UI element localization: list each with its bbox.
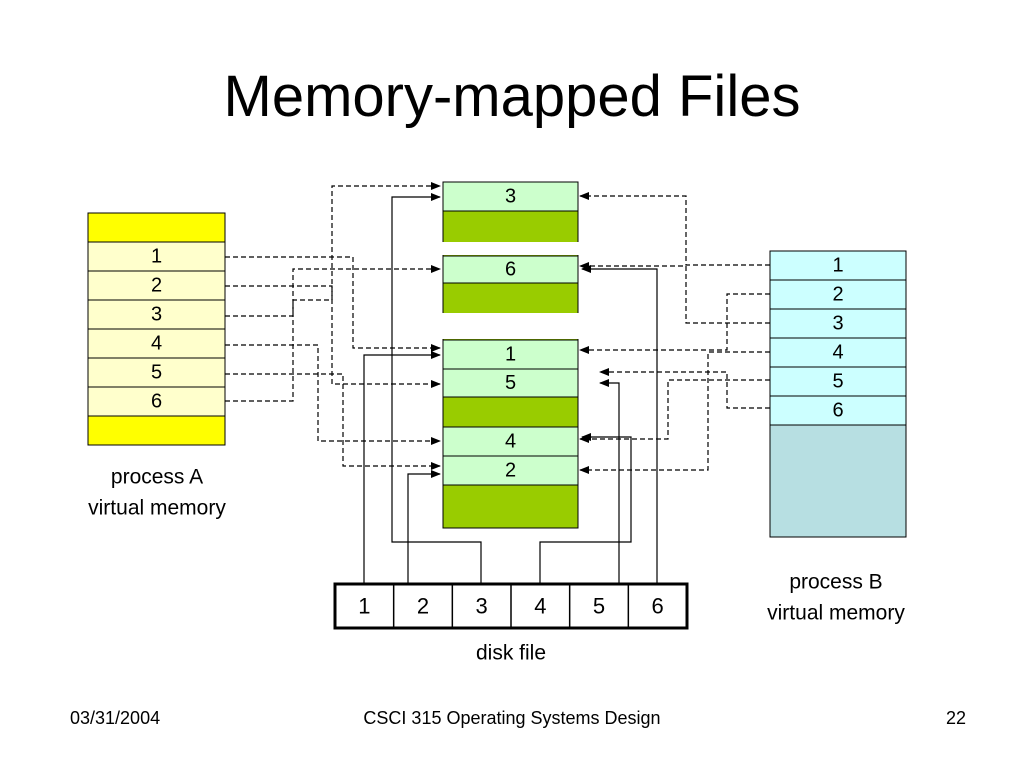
disk-block-4-load [539, 433, 632, 584]
footer-course: CSCI 315 Operating Systems Design [363, 708, 661, 728]
process-a-page-2 [87, 270, 226, 301]
disk-file-label: disk file [476, 642, 546, 665]
process-b-page-1 [769, 250, 907, 281]
disk-block-2: 2 [417, 594, 429, 619]
process-a-page-1-mapping [225, 256, 441, 352]
free-frame [442, 484, 579, 529]
footer-page-number: 22 [945, 708, 966, 728]
frame-page-6 [442, 255, 579, 284]
connector-lines [225, 182, 770, 584]
process-a-page-label: 6 [151, 391, 162, 413]
process-b-page-1-mapping [579, 192, 770, 266]
process-b-page-4-mapping [579, 351, 770, 474]
process-a-page-4-mapping [225, 344, 441, 445]
disk-block-6: 6 [652, 594, 664, 619]
process-a-page-2-mapping [225, 285, 441, 388]
disk-block-1-load [363, 351, 441, 584]
disk-block-1: 1 [358, 594, 370, 619]
free-frame [442, 396, 579, 428]
process-b-page-label: 6 [832, 400, 843, 422]
frame-label: 4 [505, 431, 516, 453]
process-b-page-label: 5 [832, 371, 843, 393]
process-a-page-label: 3 [151, 304, 162, 326]
frame-page-2 [442, 455, 579, 486]
frame-label: 6 [505, 259, 516, 281]
process-a-page-label: 2 [151, 275, 162, 297]
process-b-label: process B [789, 571, 882, 594]
frame-gap [442, 313, 579, 339]
disk-block-6-load [581, 265, 658, 584]
frame-page-5 [442, 368, 579, 398]
process-b-page-6-mapping [599, 368, 770, 409]
frame-gap [442, 242, 579, 255]
frame-label: 2 [505, 460, 516, 482]
process-b-page-5-mapping [579, 379, 770, 443]
process-a-label: virtual memory [88, 497, 226, 520]
frame-page-3 [442, 181, 579, 212]
process-a-top-band [87, 212, 226, 243]
frame-label: 1 [505, 344, 516, 366]
process-b-page-4 [769, 337, 907, 368]
disk-block-3: 3 [476, 594, 488, 619]
process-a-page-6-mapping [225, 182, 441, 402]
process-b-page-2-mapping [579, 293, 770, 354]
process-a-page-label: 5 [151, 362, 162, 384]
footer-date: 03/31/2004 [70, 708, 161, 728]
process-b-page-label: 2 [832, 284, 843, 306]
frame-page-4 [442, 426, 579, 457]
memory-boxes [87, 181, 907, 630]
process-b-page-2 [769, 279, 907, 310]
process-a-page-3-mapping [225, 265, 441, 317]
process-a-page-label: 1 [151, 246, 162, 268]
disk-block-2-load [407, 470, 441, 584]
frame-page-1 [442, 339, 579, 370]
frame-label: 3 [505, 186, 516, 208]
slide-title: Memory-mapped Files [223, 64, 801, 129]
process-b-page-label: 1 [832, 255, 843, 277]
process-a-page-label: 4 [151, 333, 162, 355]
disk-block-3-load [391, 193, 482, 584]
process-b-page-label: 4 [832, 342, 843, 364]
diagram-labels: 1 2 3 4 5 6 process A virtual memory 1 2 3 4 5 6 proce… [88, 186, 905, 665]
process-a-page-5-mapping [225, 373, 441, 470]
process-b-page-label: 3 [832, 313, 843, 335]
disk-block-5-load [599, 379, 620, 584]
process-a-bottom-band [87, 415, 226, 446]
process-b-page-6 [769, 395, 907, 426]
disk-block-5: 5 [593, 594, 605, 619]
process-b-label: virtual memory [767, 602, 905, 625]
disk-block-4: 4 [534, 594, 546, 619]
process-b-unused-region [769, 424, 907, 538]
frame-label: 5 [505, 372, 516, 394]
process-a-page-6 [87, 386, 226, 417]
process-a-label: process A [111, 466, 203, 489]
process-a-page-4 [87, 328, 226, 359]
process-b-page-3-mapping [579, 262, 770, 324]
